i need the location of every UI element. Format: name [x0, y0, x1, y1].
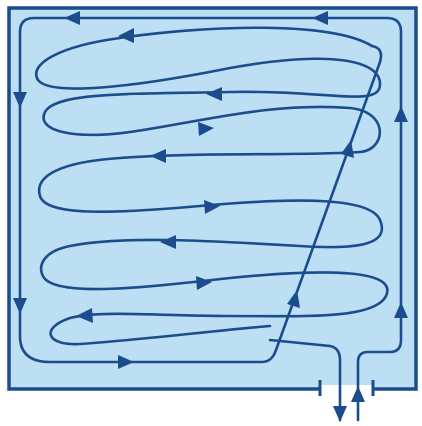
arrow-diagonal-upper: [341, 140, 354, 158]
arrow-serp-5: [204, 200, 220, 214]
arrow-right-lower: [394, 302, 408, 318]
arrow-left-upper: [13, 92, 27, 108]
arrow-diagonal-lower: [287, 290, 300, 308]
flow-arrows: [13, 11, 408, 422]
arrow-serp-7: [196, 276, 212, 290]
flow-lines: [18, 16, 403, 422]
arrow-serp-3: [198, 122, 214, 136]
arrow-serp-6: [160, 235, 176, 249]
arrow-top-right: [312, 11, 328, 25]
enclosure-opening: [320, 385, 373, 394]
arrow-outlet-down: [333, 406, 347, 422]
arrow-top-left: [64, 11, 80, 25]
arrow-serp-1: [118, 28, 134, 43]
arrow-serp-8: [76, 308, 93, 323]
arrow-bottom: [118, 355, 134, 369]
perimeter-flow-path: [18, 16, 403, 422]
arrow-serp-4: [150, 149, 166, 163]
arrow-inlet-up: [351, 386, 365, 402]
outlet-pipe: [268, 338, 342, 422]
arrow-right-upper: [394, 106, 408, 122]
arrow-left-lower: [13, 298, 27, 314]
arrow-serp-2: [206, 87, 222, 101]
serpentine-flow-path: [35, 26, 389, 346]
